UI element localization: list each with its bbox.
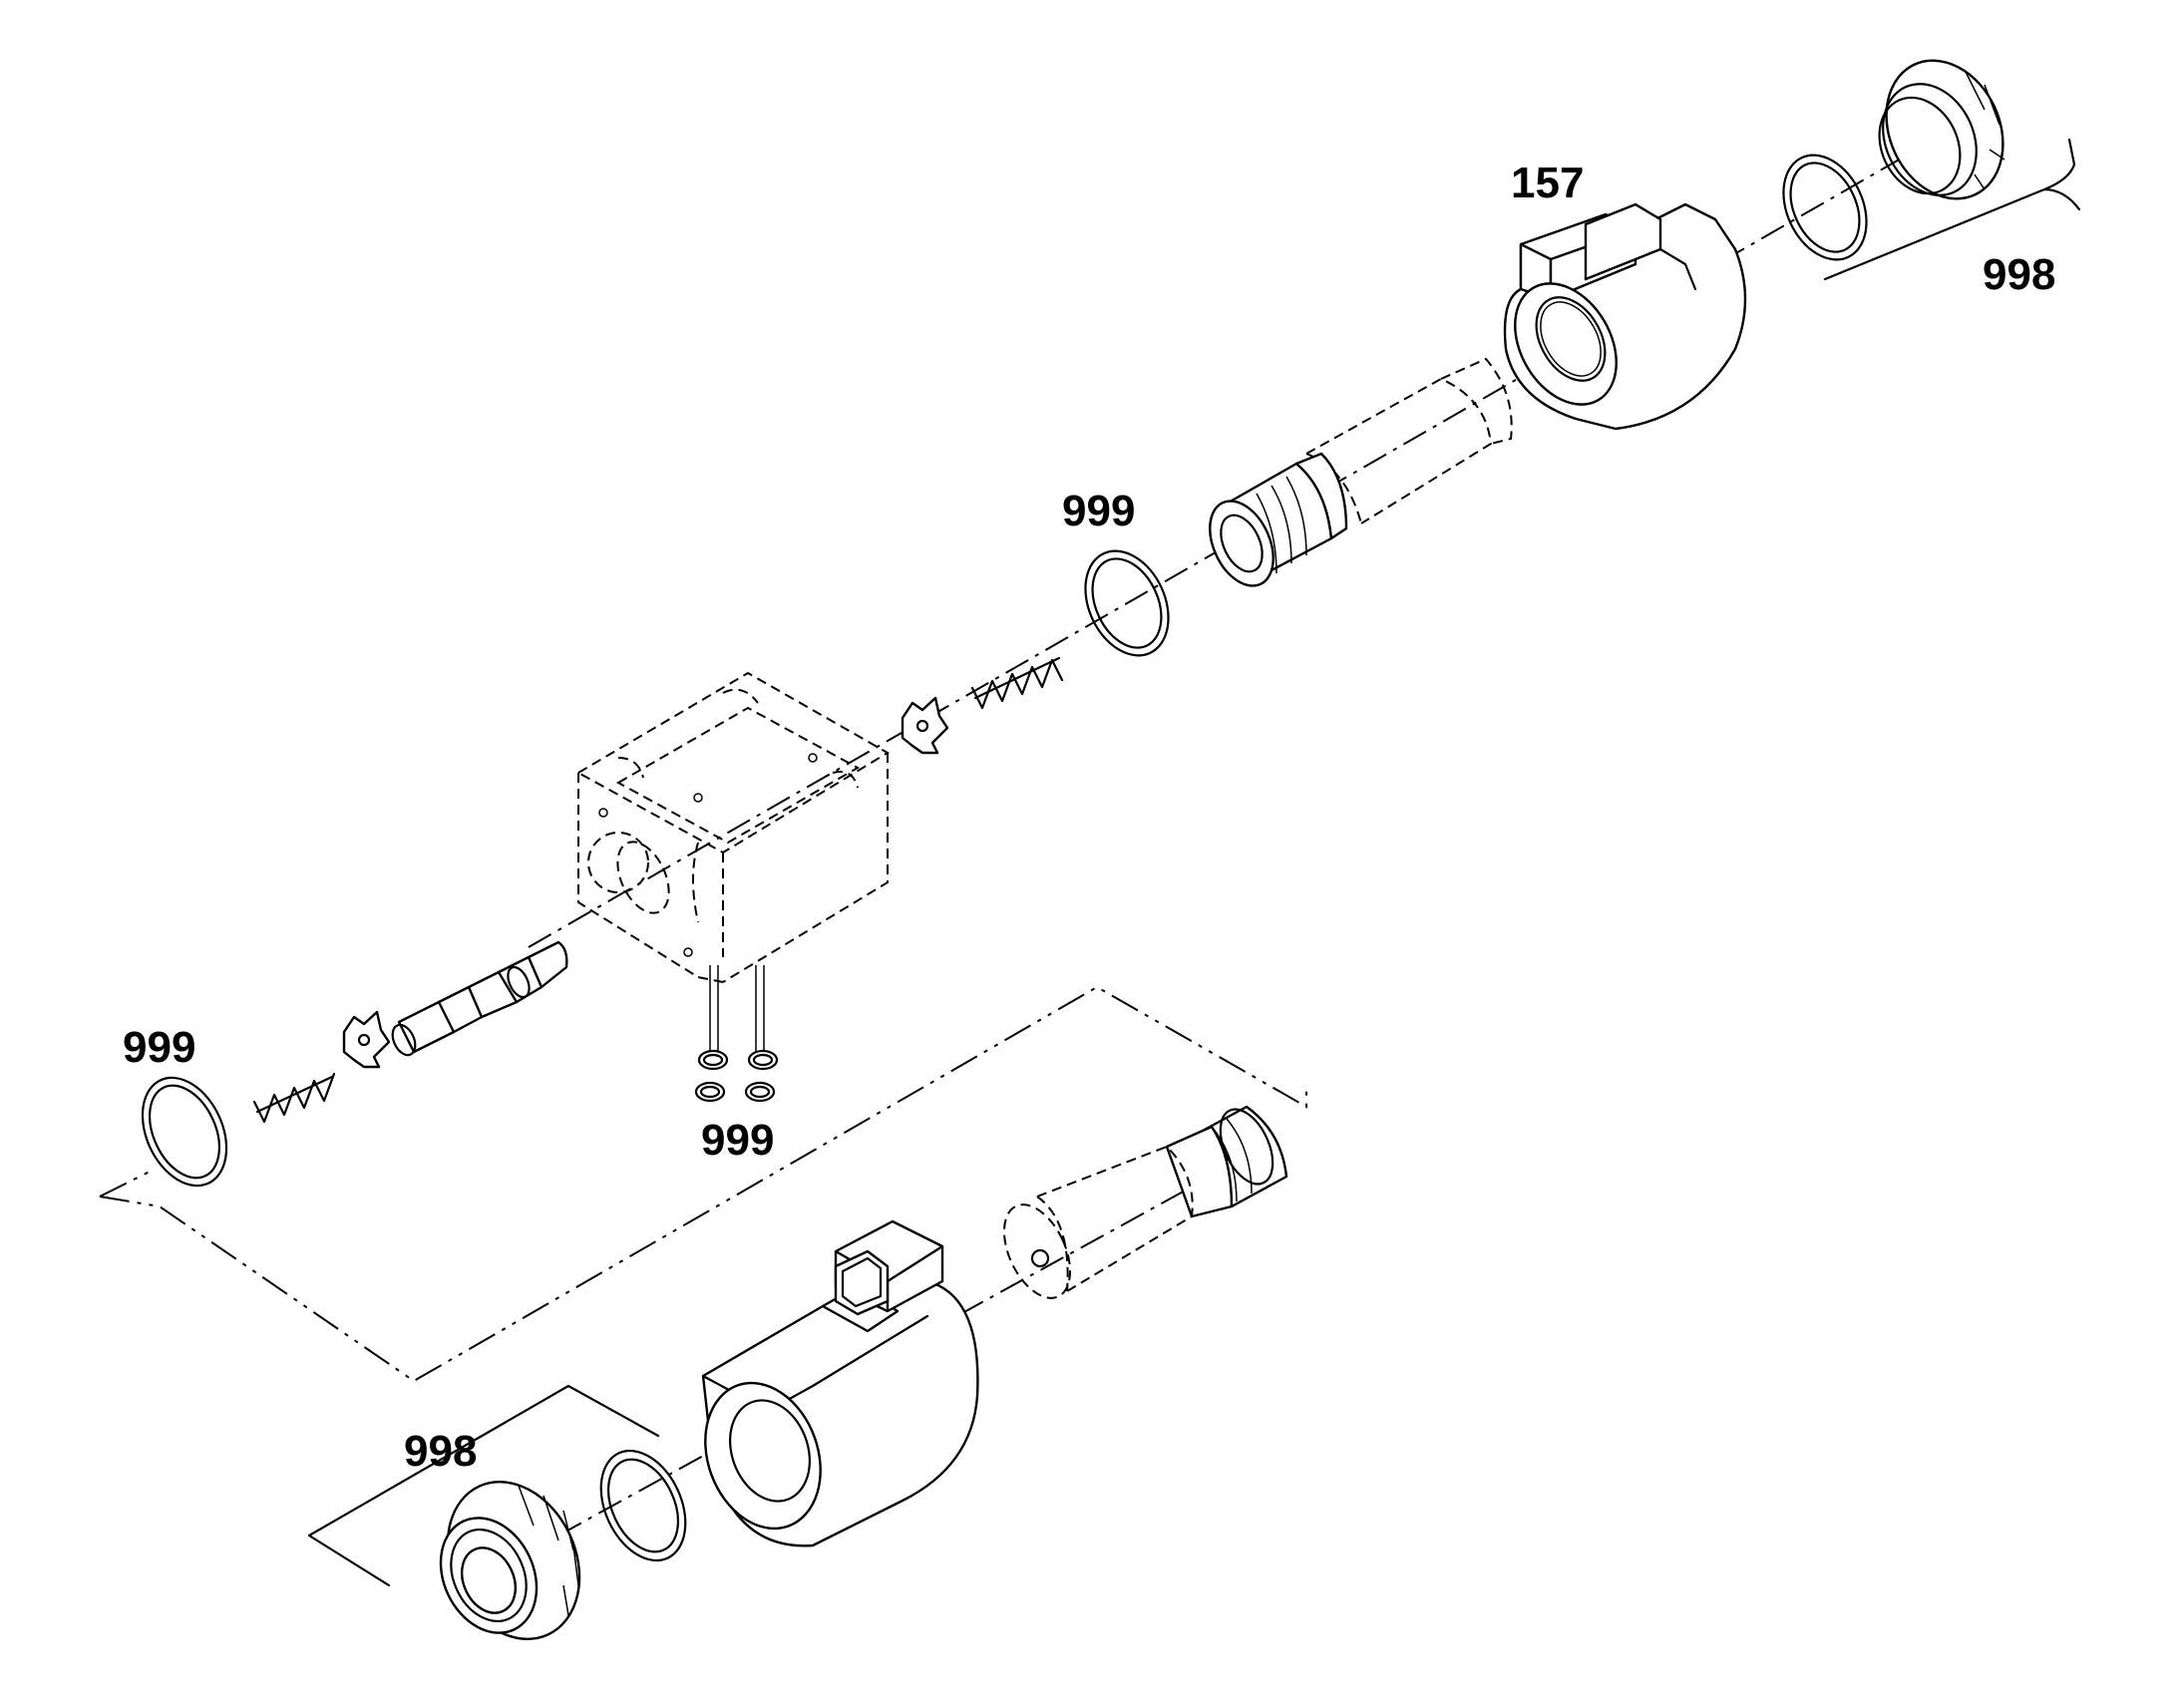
o-ring-left	[141, 1076, 228, 1188]
phantom-boundary-line	[99, 985, 1307, 1383]
bracket-998-bottom	[307, 1384, 660, 1587]
spring-left	[252, 1072, 336, 1124]
callout-998-bottom: 998	[404, 1427, 477, 1476]
knurled-nut-bottom	[439, 1480, 581, 1641]
callout-999-middle: 999	[1062, 487, 1135, 535]
callouts: 157 998 999 999 999 998	[123, 159, 2055, 1476]
armature-tube-bottom	[1002, 1145, 1194, 1299]
callout-999-bottom: 999	[701, 1116, 774, 1165]
valve-body	[575, 671, 890, 983]
bracket-998-top	[1823, 138, 2081, 281]
o-ring-bottom	[599, 1449, 687, 1562]
callout-998-top: 998	[1983, 250, 2055, 299]
solenoid-coil-bottom	[701, 1219, 979, 1547]
o-ring-middle	[1084, 549, 1170, 657]
port-o-rings	[694, 1049, 779, 1103]
axis-lines	[528, 127, 1956, 1537]
spider-washer-top	[901, 696, 949, 755]
threaded-fitting-top	[1209, 452, 1348, 587]
callout-157: 157	[1511, 159, 1584, 207]
solenoid-coil-top	[1503, 202, 1747, 431]
knurled-nut-top	[1878, 59, 2005, 200]
spring-top	[970, 656, 1064, 710]
spool	[391, 940, 568, 1057]
o-ring-top	[1782, 154, 1868, 261]
phantom-boundary-left	[99, 1171, 151, 1197]
threaded-fitting-bottom	[1165, 1105, 1288, 1218]
spider-washer-left	[342, 1010, 391, 1069]
callout-999-left: 999	[123, 1023, 195, 1072]
